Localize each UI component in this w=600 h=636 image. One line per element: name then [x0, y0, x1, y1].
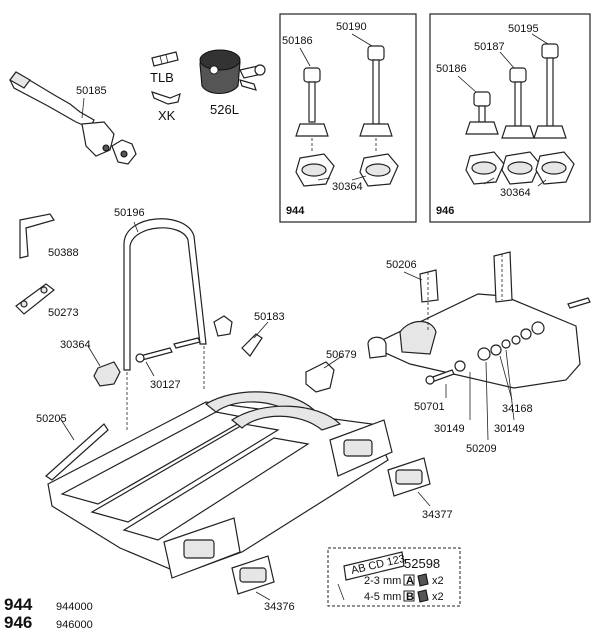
code-946000: 946000	[56, 619, 93, 631]
towbar-frame	[367, 251, 581, 389]
label-944-30364: 30364	[332, 181, 363, 193]
label-50196: 50196	[114, 207, 145, 219]
cap-34377	[387, 457, 431, 497]
knob-30364	[93, 361, 121, 387]
label-946-50195: 50195	[508, 23, 539, 35]
tlb-plug	[151, 51, 179, 67]
nut-part	[213, 315, 233, 337]
label-34168: 34168	[502, 403, 533, 415]
label-50205: 50205	[36, 413, 67, 425]
washer-stack	[454, 321, 545, 372]
label-946-50187: 50187	[474, 41, 505, 53]
label-tlb: TLB	[150, 70, 174, 85]
label-50273: 50273	[48, 307, 79, 319]
box-946-tag: 946	[436, 205, 454, 217]
label-xk: XK	[158, 108, 176, 123]
label-50701: 50701	[414, 401, 445, 413]
label-526l: 526L	[210, 102, 239, 117]
carrier-deck	[47, 391, 393, 579]
plate-50273	[15, 283, 55, 315]
lock-knob-526L	[199, 49, 266, 95]
xk-key	[151, 91, 181, 105]
label-944-50190: 50190	[336, 21, 367, 33]
bolt-30127	[135, 337, 201, 363]
box-946	[429, 13, 591, 223]
label-30364: 30364	[60, 339, 91, 351]
label-50206: 50206	[386, 259, 417, 271]
label-946-30364: 30364	[500, 187, 531, 199]
clamp-50679	[305, 361, 335, 393]
label-30127: 30127	[150, 379, 181, 391]
plate-row-size-0: 2-3 mm =	[364, 575, 411, 587]
model-944: 944	[4, 595, 33, 614]
label-30149-a: 30149	[434, 423, 465, 435]
model-946: 946	[4, 613, 32, 632]
plate-row-qty-1: x2	[432, 591, 444, 603]
label-944-50186: 50186	[282, 35, 313, 47]
hex-key-50388	[19, 213, 55, 259]
label-34377: 34377	[422, 509, 453, 521]
label-34376: 34376	[264, 601, 295, 613]
plate-row-size-1: 4-5 mm =	[364, 591, 411, 603]
label-50209: 50209	[466, 443, 497, 455]
label-50679: 50679	[326, 349, 357, 361]
plate-row-code-1: B	[406, 591, 414, 603]
plate-text: AB CD 123	[350, 553, 406, 577]
label-52598: 52598	[404, 556, 440, 571]
label-50185: 50185	[76, 85, 107, 97]
code-944000: 944000	[56, 601, 93, 613]
label-946-50186: 50186	[436, 63, 467, 75]
plate-row-qty-0: x2	[432, 575, 444, 587]
bolt-50701	[425, 369, 455, 385]
plate-kit-box	[327, 547, 461, 607]
wheel-holder-50205	[45, 423, 109, 481]
label-50183: 50183	[254, 311, 285, 323]
box-944	[279, 13, 417, 223]
bolt-right	[567, 297, 591, 309]
strap-50183	[241, 333, 263, 357]
clamp-arm-50185	[9, 71, 137, 165]
label-50388: 50388	[48, 247, 79, 259]
cap-34376	[231, 555, 275, 595]
plate-row-code-0: A	[406, 575, 414, 587]
hoop-50196	[123, 218, 207, 371]
label-30149-b: 30149	[494, 423, 525, 435]
box-944-tag: 944	[286, 205, 305, 217]
